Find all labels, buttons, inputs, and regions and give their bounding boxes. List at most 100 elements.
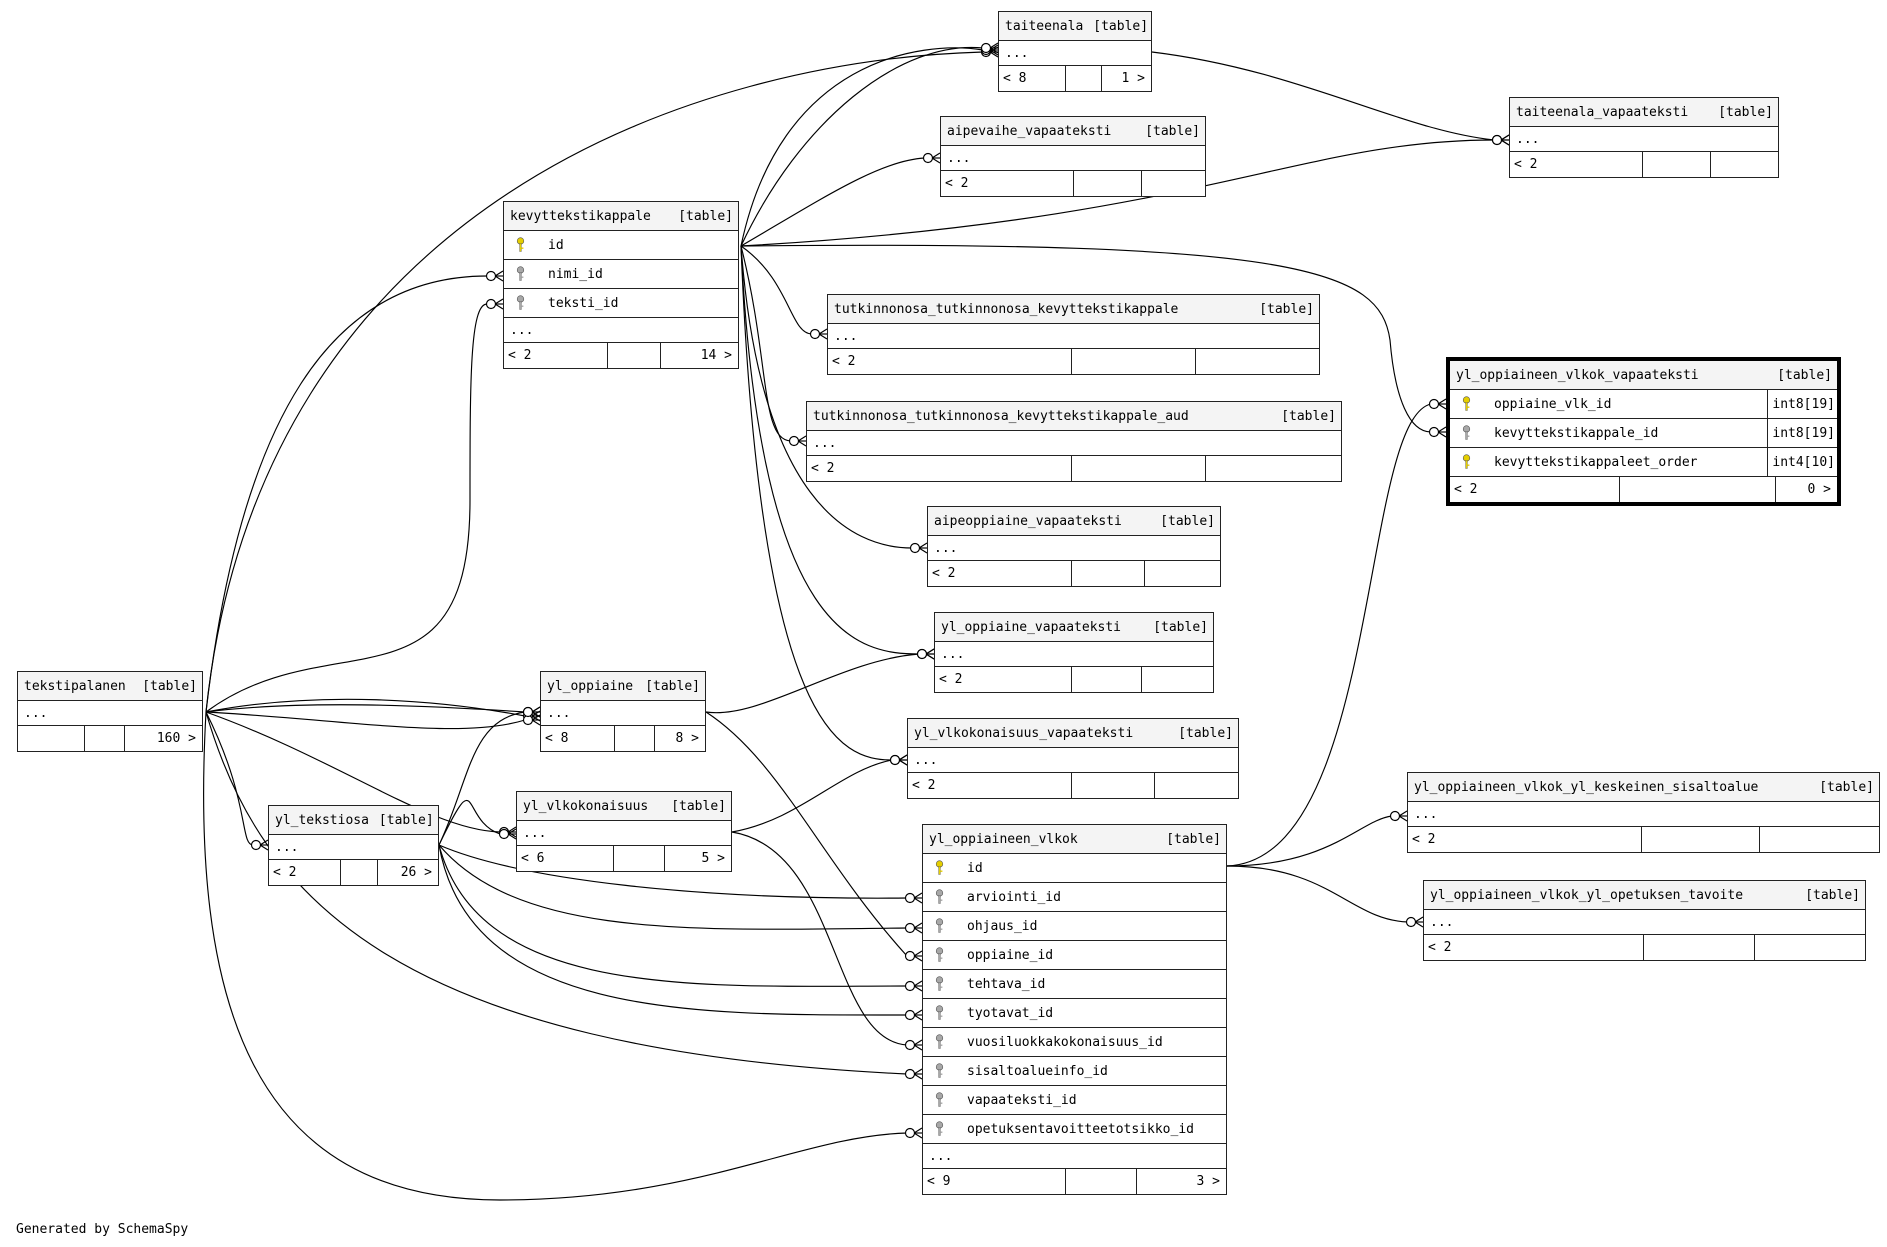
table-taiteenala-vapaateksti[interactable]: taiteenala_vapaateksti[table]...< 2 xyxy=(1509,97,1779,178)
more-columns[interactable]: ... xyxy=(517,821,731,846)
table-yl-vlkokonaisuus-vapaateksti[interactable]: yl_vlkokonaisuus_vapaateksti[table]...< … xyxy=(907,718,1239,799)
table-header[interactable]: tekstipalanen[table] xyxy=(18,672,202,701)
table-header[interactable]: yl_oppiaine_vapaateksti[table] xyxy=(935,613,1213,642)
children-count[interactable] xyxy=(1142,667,1213,692)
more-columns[interactable]: ... xyxy=(999,41,1151,66)
table-header[interactable]: yl_oppiaineen_vlkok[table] xyxy=(923,825,1226,854)
column-row[interactable]: nimi_id xyxy=(504,260,738,289)
table-header[interactable]: tutkinnonosa_tutkinnonosa_kevyttekstikap… xyxy=(807,402,1341,431)
parents-count[interactable]: < 2 xyxy=(828,349,1072,374)
table-header[interactable]: kevyttekstikappale[table] xyxy=(504,202,738,231)
column-row[interactable]: sisaltoalueinfo_id xyxy=(923,1057,1226,1086)
table-yl-vlkok-tavoite[interactable]: yl_oppiaineen_vlkok_yl_opetuksen_tavoite… xyxy=(1423,880,1866,961)
table-header[interactable]: aipeoppiaine_vapaateksti[table] xyxy=(928,507,1220,536)
parents-count[interactable]: < 2 xyxy=(1424,935,1644,960)
children-count[interactable] xyxy=(1142,171,1205,196)
children-count[interactable] xyxy=(1196,349,1319,374)
column-row[interactable]: arviointi_id xyxy=(923,883,1226,912)
more-columns[interactable]: ... xyxy=(1408,802,1879,827)
table-header[interactable]: taiteenala[table] xyxy=(999,12,1151,41)
children-count[interactable]: 0 > xyxy=(1807,482,1831,497)
column-row[interactable]: teksti_id xyxy=(504,289,738,318)
more-columns[interactable]: ... xyxy=(923,1144,1226,1169)
more-columns[interactable]: ... xyxy=(1424,910,1865,935)
table-yl-oppiaine[interactable]: yl_oppiaine[table]...< 8 8 > xyxy=(540,671,706,752)
more-columns[interactable]: ... xyxy=(269,835,438,860)
table-header[interactable]: yl_oppiaineen_vlkok_yl_keskeinen_sisalto… xyxy=(1408,773,1879,802)
more-columns[interactable]: ... xyxy=(935,642,1213,667)
children-count[interactable] xyxy=(1145,561,1220,586)
table-yl-tekstiosa[interactable]: yl_tekstiosa[table]...< 2 26 > xyxy=(268,805,439,886)
table-header[interactable]: aipevaihe_vapaateksti[table] xyxy=(941,117,1205,146)
children-count[interactable]: 26 > xyxy=(400,865,432,880)
children-count[interactable] xyxy=(1755,935,1865,960)
parents-count[interactable]: < 2 xyxy=(807,456,1072,481)
table-header[interactable]: yl_tekstiosa[table] xyxy=(269,806,438,835)
parents-count[interactable]: < 2 xyxy=(1510,152,1643,177)
children-count[interactable]: 3 > xyxy=(1196,1174,1220,1189)
more-columns[interactable]: ... xyxy=(807,431,1341,456)
children-count[interactable]: 5 > xyxy=(701,851,725,866)
more-columns[interactable]: ... xyxy=(18,701,202,726)
column-row[interactable]: tyotavat_id xyxy=(923,999,1226,1028)
parents-count[interactable]: < 2 xyxy=(504,343,608,368)
column-row[interactable]: oppiaine_id xyxy=(923,941,1226,970)
children-count[interactable] xyxy=(1711,152,1778,177)
more-columns[interactable]: ... xyxy=(908,748,1238,773)
table-header[interactable]: yl_vlkokonaisuus_vapaateksti[table] xyxy=(908,719,1238,748)
table-yl-vlkok-keskeinen[interactable]: yl_oppiaineen_vlkok_yl_keskeinen_sisalto… xyxy=(1407,772,1880,853)
column-row[interactable]: vuosiluokkakokonaisuus_id xyxy=(923,1028,1226,1057)
table-taiteenala[interactable]: taiteenala[table]...< 8 1 > xyxy=(998,11,1152,92)
table-yl-oppiaine-vapaateksti[interactable]: yl_oppiaine_vapaateksti[table]...< 2 xyxy=(934,612,1214,693)
table-tutk-kevyt-aud[interactable]: tutkinnonosa_tutkinnonosa_kevyttekstikap… xyxy=(806,401,1342,482)
parents-count[interactable]: < 2 xyxy=(269,860,341,885)
children-count[interactable] xyxy=(1760,827,1879,852)
table-header[interactable]: taiteenala_vapaateksti[table] xyxy=(1510,98,1778,127)
column-row[interactable]: id xyxy=(923,854,1226,883)
column-row[interactable]: opetuksentavoitteetotsikko_id xyxy=(923,1115,1226,1144)
table-header[interactable]: yl_oppiaineen_vlkok_vapaateksti[table] xyxy=(1450,361,1837,390)
parents-count[interactable]: < 9 xyxy=(923,1169,1066,1194)
parents-count[interactable]: < 2 xyxy=(1408,827,1642,852)
table-aipeoppiaine-vapaateksti[interactable]: aipeoppiaine_vapaateksti[table]...< 2 xyxy=(927,506,1221,587)
table-yl-vlkok-vapaateksti[interactable]: yl_oppiaineen_vlkok_vapaateksti[table]op… xyxy=(1446,357,1841,506)
table-header[interactable]: yl_oppiaineen_vlkok_yl_opetuksen_tavoite… xyxy=(1424,881,1865,910)
more-columns[interactable]: ... xyxy=(504,318,738,343)
table-header[interactable]: tutkinnonosa_tutkinnonosa_kevyttekstikap… xyxy=(828,295,1319,324)
column-row[interactable]: id xyxy=(504,231,738,260)
children-count[interactable] xyxy=(1206,456,1341,481)
parents-count[interactable]: < 6 xyxy=(517,846,614,871)
column-row[interactable]: ohjaus_id xyxy=(923,912,1226,941)
children-count[interactable]: 160 > xyxy=(156,731,196,746)
more-columns[interactable]: ... xyxy=(1510,127,1778,152)
table-header[interactable]: yl_oppiaine[table] xyxy=(541,672,705,701)
children-count[interactable]: 1 > xyxy=(1121,71,1145,86)
parents-count[interactable]: < 8 xyxy=(541,726,615,751)
parents-count[interactable]: < 8 xyxy=(999,66,1066,91)
children-count[interactable]: 14 > xyxy=(700,348,732,363)
parents-count[interactable]: < 2 xyxy=(908,773,1072,798)
table-tekstipalanen[interactable]: tekstipalanen[table]... 160 > xyxy=(17,671,203,752)
column-row[interactable]: tehtava_id xyxy=(923,970,1226,999)
more-columns[interactable]: ... xyxy=(941,146,1205,171)
parents-count[interactable] xyxy=(18,726,85,751)
children-count[interactable]: 8 > xyxy=(675,731,699,746)
children-count[interactable] xyxy=(1155,773,1238,798)
parents-count[interactable]: < 2 xyxy=(941,171,1074,196)
parents-count[interactable]: < 2 xyxy=(928,561,1072,586)
column-row[interactable]: vapaateksti_id xyxy=(923,1086,1226,1115)
table-yl-vlkokonaisuus[interactable]: yl_vlkokonaisuus[table]...< 6 5 > xyxy=(516,791,732,872)
parents-count[interactable]: < 2 xyxy=(1450,477,1620,502)
table-header[interactable]: yl_vlkokonaisuus[table] xyxy=(517,792,731,821)
more-columns[interactable]: ... xyxy=(541,701,705,726)
table-aipevaihe-vapaateksti[interactable]: aipevaihe_vapaateksti[table]...< 2 xyxy=(940,116,1206,197)
parents-count[interactable]: < 2 xyxy=(935,667,1072,692)
more-columns[interactable]: ... xyxy=(928,536,1220,561)
more-columns[interactable]: ... xyxy=(828,324,1319,349)
table-tutk-kevyt[interactable]: tutkinnonosa_tutkinnonosa_kevyttekstikap… xyxy=(827,294,1320,375)
